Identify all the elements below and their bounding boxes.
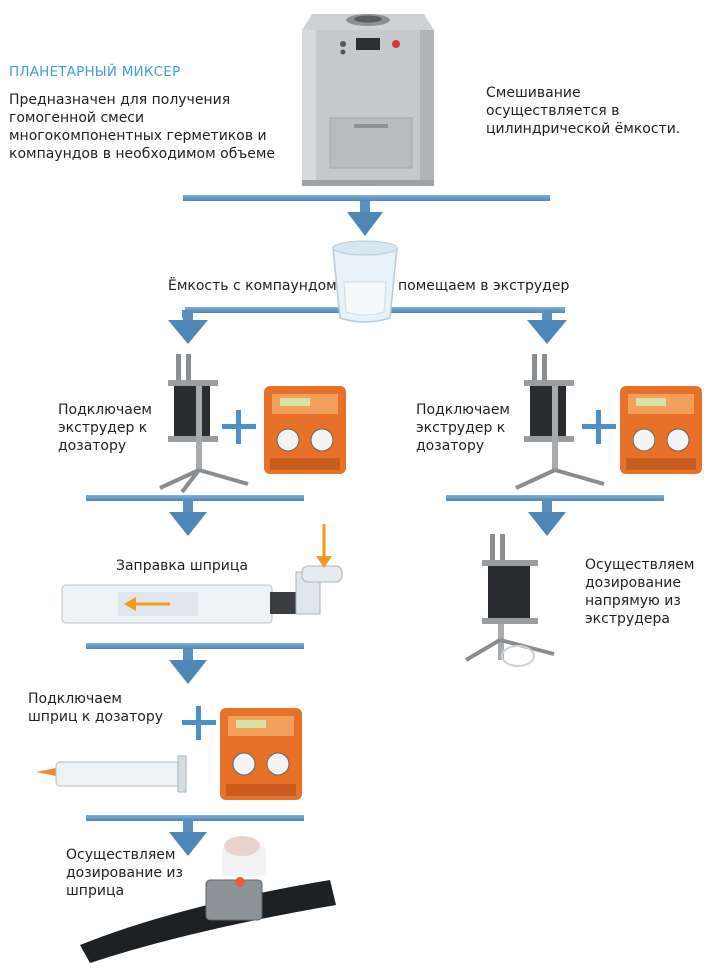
mixer-description-line: компаундов в необходимом объеме [9, 146, 276, 162]
mixer-description: Предназначен для получения гомогенной см… [9, 91, 299, 163]
left-connect-line: экструдер к [58, 420, 148, 436]
left-connect-line: Подключаем [58, 402, 152, 418]
right-dispense-line: дозирование [585, 575, 681, 591]
syringe-dispense-text: Осуществляем дозирование из шприца [66, 846, 196, 900]
dispenser-icon-right [620, 386, 702, 474]
split-left-label: Ёмкость с компаундом [168, 278, 337, 294]
mixer-side-note: Смешивание осуществляется в цилиндрическ… [486, 84, 706, 138]
right-connect-line: дозатору [416, 438, 485, 454]
syringe-icon [36, 755, 187, 793]
right-connect-line: Подключаем [416, 402, 510, 418]
mixer-title: ПЛАНЕТАРНЫЙ МИКСЕР [9, 64, 181, 80]
extruder-icon-left [159, 354, 249, 494]
mixer-description-line: Предназначен для получения [9, 92, 231, 108]
syringe-dispense-line: Осуществляем [66, 847, 176, 863]
mixer-description-line: многокомпонентных герметиков и [9, 128, 267, 144]
right-dispense-line: Осуществляем [585, 557, 695, 573]
dispenser-icon-syringe [220, 708, 302, 800]
syringe-connect-line: Подключаем [28, 691, 122, 707]
mixer-side-note-line: осуществляется в [486, 103, 620, 119]
extruder-dispense-icon [464, 534, 555, 667]
left-connect-text: Подключаем экструдер к дозатору [58, 401, 168, 455]
right-dispense-line: экструдера [585, 611, 670, 627]
dispenser-icon-left [264, 386, 346, 474]
right-connect-line: экструдер к [416, 420, 506, 436]
right-dispense-line: напрямую из [585, 593, 681, 609]
syringe-fill-label: Заправка шприца [116, 558, 248, 574]
syringe-connect-text: Подключаем шприц к дозатору [28, 690, 178, 726]
syringe-connect-line: шприц к дозатору [28, 709, 163, 725]
mixer-description-line: гомогенной смеси [9, 110, 145, 126]
split-right-label: помещаем в экструдер [398, 278, 570, 294]
syringe-dispense-line: дозирование из [66, 865, 183, 881]
extruder-icon-right [515, 354, 605, 490]
right-dispense-text: Осуществляем дозирование напрямую из экс… [585, 556, 715, 628]
right-connect-text: Подключаем экструдер к дозатору [416, 401, 526, 455]
mixer-side-note-line: Смешивание [486, 85, 581, 101]
left-connect-line: дозатору [58, 438, 127, 454]
mixer-side-note-line: цилиндрической ёмкости. [486, 121, 681, 137]
syringe-dispense-line: шприца [66, 883, 125, 899]
